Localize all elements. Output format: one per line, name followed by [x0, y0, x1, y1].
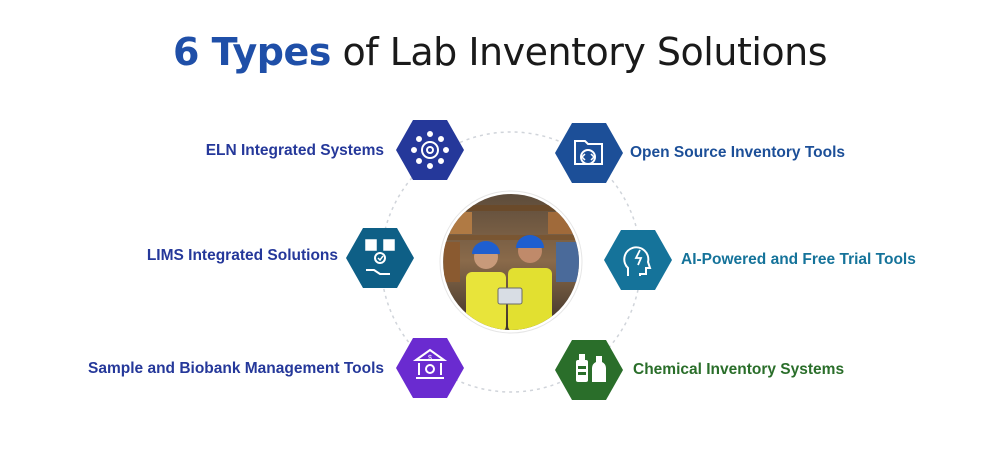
hex-ai	[604, 230, 672, 290]
chemical-bottles-icon	[576, 354, 606, 382]
center-photo	[439, 190, 583, 334]
gear-network-icon	[411, 131, 449, 169]
label-sample-and-biobank-management-tools: Sample and Biobank Management Tools	[88, 360, 384, 377]
hex-lims	[346, 228, 414, 288]
label-lims-integrated-solutions: LIMS Integrated Solutions	[146, 247, 338, 264]
puzzle-hand-icon	[365, 239, 395, 275]
svg-text:$: $	[428, 355, 432, 362]
title-accent: 6 Types	[172, 30, 331, 74]
label-chemical-inventory-systems: Chemical Inventory Systems	[633, 361, 845, 378]
label-open-source-inventory-tools: Open Source Inventory Tools	[630, 144, 846, 161]
hex-sample-biobank: $	[396, 338, 464, 398]
page-title: 6 Types of Lab Inventory Solutions	[0, 30, 1000, 74]
title-rest: of Lab Inventory Solutions	[330, 30, 828, 74]
label-ai-powered-and-free-trial-tools: AI-Powered and Free Trial Tools	[681, 251, 916, 268]
hex-chemical	[555, 340, 623, 400]
code-folder-icon	[574, 140, 603, 165]
label-eln-integrated-systems: ELN Integrated Systems	[205, 142, 384, 159]
ai-head-icon	[623, 246, 652, 276]
bank-gear-icon: $	[412, 348, 448, 379]
hex-open-source	[555, 123, 623, 183]
hex-eln	[396, 120, 464, 180]
